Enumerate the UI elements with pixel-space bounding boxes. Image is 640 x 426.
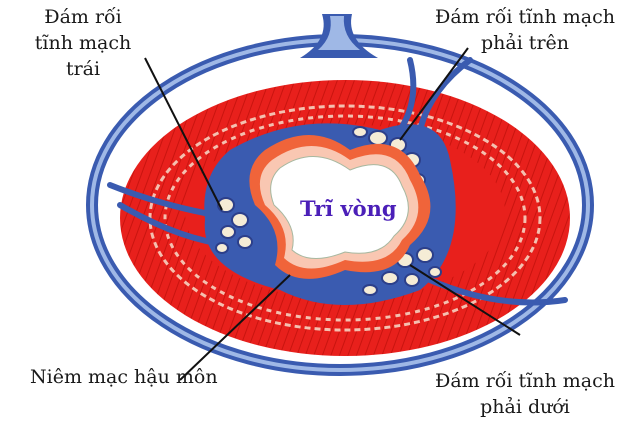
anal-mucosa [249,135,431,279]
label-right-upper-venous-plexus: Đám rối tĩnh mạch phải trên [410,4,640,56]
leader-mucosa [179,274,291,381]
leader-right-upper-plexus [399,47,469,141]
label-right-lower-venous-plexus: Đám rối tĩnh mạch phải dưới [410,368,640,420]
label-line: Niêm mạc hậu môn [30,366,218,388]
top-vein-junction [300,14,378,58]
label-line: phải dưới [480,396,570,418]
leader-left-plexus [144,57,223,211]
label-line: Đám rối tĩnh mạch [435,370,615,392]
label-line: tĩnh mạch [34,32,132,54]
label-line: phải trên [480,32,570,54]
label-line: Đám rối [44,6,122,28]
label-anal-mucosa: Niêm mạc hậu môn [30,364,270,390]
label-line: trái [65,58,101,80]
connecting-veins [107,57,568,306]
label-line: Đám rối tĩnh mạch [435,6,615,28]
label-left-venous-plexus: Đám rối tĩnh mạch trái [8,4,158,82]
leader-right-lower-plexus [409,264,521,336]
center-label-circular-hemorrhoid: Trĩ vòng [300,196,397,221]
leader-lines [144,47,521,381]
